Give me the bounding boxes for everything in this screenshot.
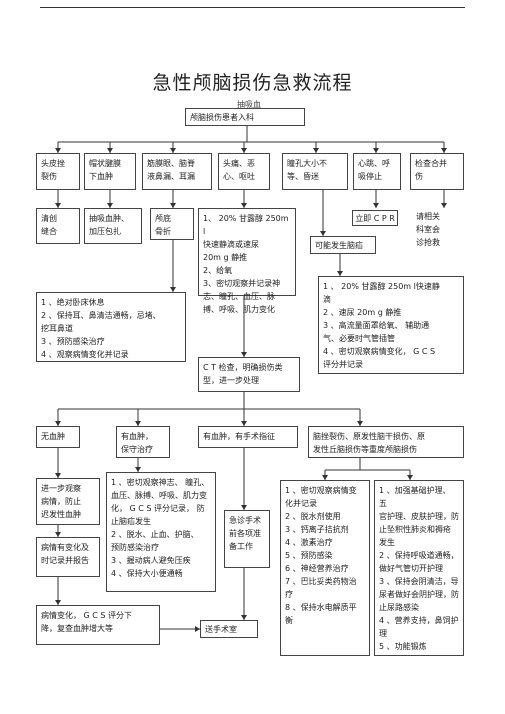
skull-base-fracture-box: 颅底 骨折	[150, 208, 194, 240]
cardiac-arrest-box: 心跳、呼 吸停止	[353, 153, 401, 190]
surgery-prep-box: 急诊手术 前各项准 备工作	[224, 510, 270, 568]
severe-nursing-box: 1 、加强基础护理、 五 官护理、皮肤护理，防 止坠积性肺炎和褥疮 发生 2 、…	[374, 480, 464, 656]
hernia-treatment-box: 1 、 20% 甘露醇 250m l快速静 滴 2 、速尿 20m g 静推 3…	[318, 276, 464, 374]
severe-drug-treatment-box: 1 、密切观察病情变 化并记录 2 、脱水剂使用 3 、钙离子拮抗剂 4 、激素…	[280, 480, 370, 656]
pupil-coma-box: 瞳孔大小不 等、昏迷	[282, 153, 348, 190]
headache-vomit-box: 头痛、恶 心、呕吐	[218, 153, 270, 190]
start-box: 颅脑损伤患者入科	[185, 108, 305, 126]
consult-text: 请相关 科室会 诊抢救	[416, 212, 440, 247]
conservative-treatment-box: 1 、密切观察神志、 瞳孔、 血压、脉搏、呼吸、肌力变 化， G C S 评分记…	[106, 472, 216, 592]
cpr-box: 立即 C P R	[352, 210, 398, 226]
mannitol-treatment-box: 1、 20% 甘露醇 250m l 快速静滴或速尿 20m g 静推 2、给氧 …	[198, 208, 296, 314]
bed-rest-box: 1 、绝对卧床休息 2 、保持耳、鼻清洁通畅，忌堵、 挖耳鼻道 3 、预防感染治…	[36, 292, 186, 362]
hematoma-conservative-box: 有血肿， 保守治疗	[116, 426, 170, 458]
subgaleal-hematoma-box: 帽状腱膜 下血肿	[84, 153, 136, 190]
top-rule	[40, 7, 465, 8]
gcs-decline-box: 病情变化， G C S 评分下 降，复查血肿增大等	[36, 605, 160, 645]
hematoma-surgery-box: 有血肿，有手术指征	[198, 426, 298, 448]
combined-injury-box: 检查合并 伤	[410, 153, 464, 190]
operating-room-box: 送手术室	[200, 620, 258, 638]
debride-suture-box: 清创 缝合	[36, 208, 80, 244]
no-hematoma-box: 无血肿	[36, 426, 80, 448]
csf-leak-box: 筋膜眼、脑脊 液鼻漏、耳漏	[142, 153, 212, 190]
scalp-laceration-box: 头皮挫 裂伤	[36, 153, 80, 190]
aspirate-bandage-box: 抽吸血肿、 加压包扎	[84, 208, 142, 244]
report-box: 病情有变化及 时记录并报告	[36, 537, 100, 577]
severe-injury-box: 脑挫裂伤、原发性脑干损伤、原 发性丘脑损伤等重度颅脑损伤	[308, 426, 464, 458]
brain-hernia-box: 可能发生脑疝	[310, 236, 376, 254]
top-note: 抽吸血	[237, 100, 261, 109]
observe-box: 进一步观察 病情，防止 迟发性血肿	[36, 478, 100, 525]
ct-exam-box: C T 检查，明确损伤类 型，进一步处理	[198, 357, 300, 392]
page-title: 急性颅脑损伤急救流程	[152, 72, 353, 94]
